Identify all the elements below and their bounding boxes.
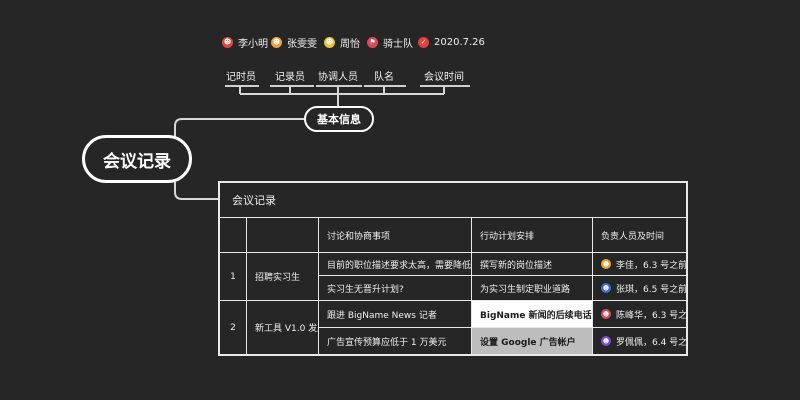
root-node[interactable]: 会议记录 — [82, 135, 192, 183]
action-cell: 撰写新的岗位描述 — [480, 260, 553, 271]
role-recorder: 记录员 — [275, 72, 305, 83]
role-underline — [316, 85, 362, 87]
role-meeting-time: 会议时间 — [424, 72, 464, 83]
grid-line — [592, 218, 593, 354]
date-label: 2020.7.26 — [434, 36, 485, 48]
role-underline — [364, 85, 406, 87]
row-number: 2 — [230, 322, 236, 333]
role-underline — [270, 85, 314, 87]
role-underline — [420, 85, 470, 87]
grid-line — [471, 218, 472, 354]
owner-cell: ☻ 李佳，6.3 号之前 — [593, 253, 686, 275]
owner-label: 陈峰华，6.3 号之前 — [616, 310, 686, 321]
header-action: 行动计划安排 — [480, 231, 535, 242]
grid-line — [220, 252, 686, 253]
action-cell-highlight: 设置 Google 广告帐户 — [472, 328, 592, 354]
action-cell: 为实习生制定职业道路 — [480, 284, 571, 295]
row-topic: 新工具 V1.0 发版 — [255, 324, 318, 334]
owner-label: 罗佩佩，6.4 号之前 — [616, 337, 686, 348]
team-name: ⚑ 骑士队 — [367, 33, 413, 51]
discussion-cell: 广告宣传预算应低于 1 万美元 — [327, 337, 447, 348]
person-timekeeper: ☻ 李小明 — [222, 33, 268, 51]
team-label: 骑士队 — [383, 38, 413, 50]
connector-root-basic — [174, 118, 304, 138]
person-recorder: ☻ 张雯雯 — [271, 33, 317, 51]
grid-line — [220, 300, 686, 301]
discussion-cell: 目前的职位描述要求太高，需要降低要求 — [327, 260, 471, 271]
grid-line — [246, 218, 247, 354]
person-name: 周怡 — [340, 38, 360, 50]
table-title: 会议记录 — [220, 183, 686, 218]
person-icon: ☻ — [601, 336, 611, 346]
person-name: 张雯雯 — [287, 38, 317, 50]
person-icon: ☻ — [222, 36, 233, 48]
role-team: 队名 — [374, 72, 394, 83]
grid-line — [318, 275, 686, 276]
discussion-cell: 实习生无晋升计划? — [327, 284, 404, 295]
row-topic: 招聘实习生 — [255, 273, 301, 283]
flag-icon: ⚑ — [367, 36, 378, 48]
header-owner: 负责人员及时间 — [601, 231, 665, 242]
person-name: 李小明 — [238, 38, 268, 50]
action-cell-highlight: BigName 新闻的后续电话跟进 — [472, 301, 592, 327]
person-icon: ☻ — [271, 36, 282, 48]
role-underline — [225, 85, 259, 87]
owner-label: 张琪，6.5 号之前 — [616, 284, 686, 295]
person-coordinator: ☻ 周怡 — [324, 33, 360, 51]
owner-cell: ☻ 陈峰华，6.3 号之前 — [593, 301, 686, 327]
person-icon: ☻ — [601, 259, 611, 269]
connector-root-table — [174, 182, 218, 200]
check-icon: ✓ — [418, 36, 429, 48]
person-icon: ☻ — [324, 36, 335, 48]
discussion-cell: 跟进 BigName News 记者 — [327, 310, 437, 321]
owner-cell: ☻ 张琪，6.5 号之前 — [593, 276, 686, 300]
owner-label: 李佳，6.3 号之前 — [616, 260, 686, 271]
person-icon: ☻ — [601, 309, 611, 319]
grid-line — [318, 218, 319, 354]
grid-line — [318, 327, 686, 328]
role-coordinator: 协调人员 — [318, 72, 358, 83]
header-discussion: 讨论和协商事项 — [327, 231, 391, 242]
person-icon: ☻ — [601, 283, 611, 293]
owner-cell: ☻ 罗佩佩，6.4 号之前 — [593, 328, 686, 354]
basic-info-node[interactable]: 基本信息 — [304, 106, 374, 132]
meeting-table: 会议记录 讨论和协商事项 行动计划安排 负责人员及时间 1 招聘实习生 目前的职… — [218, 181, 688, 356]
meeting-date: ✓ 2020.7.26 — [418, 33, 485, 51]
row-number: 1 — [230, 271, 236, 282]
role-timekeeper: 记时员 — [226, 72, 256, 83]
